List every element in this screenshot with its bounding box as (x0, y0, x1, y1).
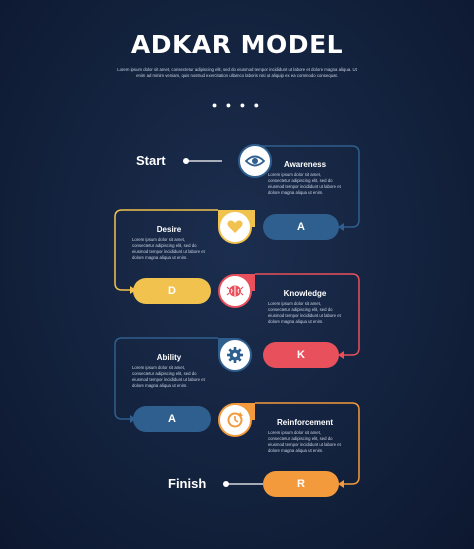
awareness-connector (255, 145, 360, 228)
stage-title-reinforcement: Reinforcement (276, 418, 333, 427)
stage-pill-awareness: A (263, 214, 339, 240)
stage-desire (218, 210, 255, 244)
stage-knowledge (218, 274, 255, 308)
stage-title-desire: Desire (156, 225, 182, 234)
stage-pill-ability: A (133, 406, 211, 432)
stage-ability (218, 338, 255, 372)
start-dot (183, 158, 189, 164)
pagination-dots: ● ● ● ● (211, 100, 263, 110)
brain-icon (218, 274, 252, 308)
stage-desc-knowledge: Lorem ipsum dolor sit amet, consectetur … (268, 301, 341, 324)
finish-dot (223, 481, 229, 487)
stage-reinforcement (218, 403, 255, 437)
page-title: ADKAR MODEL (130, 30, 344, 59)
desire-connector (114, 209, 218, 291)
stage-title-ability: Ability (156, 353, 182, 362)
page-subtitle: Lorem ipsum dolor sit amet, consectetur … (117, 67, 357, 78)
start-label: Start (136, 153, 166, 168)
stage-pill-desire: D (133, 278, 211, 304)
stage-pill-knowledge: K (263, 342, 339, 368)
cycle-icon (218, 403, 252, 437)
knowledge-connector (255, 273, 360, 356)
finish-label: Finish (168, 476, 207, 491)
gear-icon (218, 338, 252, 372)
eye-icon (238, 144, 272, 178)
stage-desc-awareness: Lorem ipsum dolor sit amet, consectetur … (268, 172, 341, 195)
reinforcement-connector (255, 402, 360, 485)
stage-desc-desire: Lorem ipsum dolor sit amet, consectetur … (132, 237, 205, 260)
stage-awareness (238, 144, 272, 178)
stage-desc-reinforcement: Lorem ipsum dolor sit amet, consectetur … (268, 430, 341, 453)
stage-desc-ability: Lorem ipsum dolor sit amet, consectetur … (132, 365, 205, 388)
stage-title-knowledge: Knowledge (283, 289, 327, 298)
heart-icon (218, 210, 252, 244)
ability-connector (114, 337, 218, 420)
stage-title-awareness: Awareness (283, 160, 327, 169)
stage-pill-reinforcement: R (263, 471, 339, 497)
